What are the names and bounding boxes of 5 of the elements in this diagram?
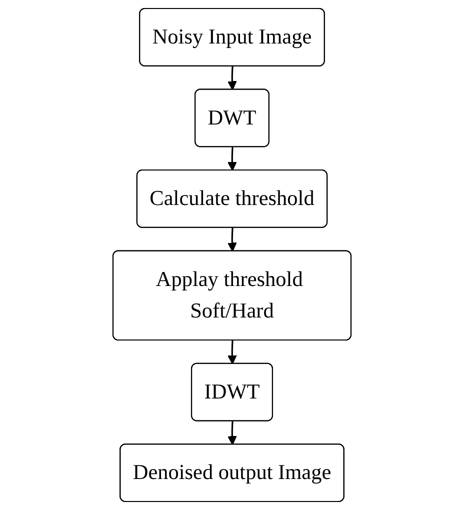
arrow xyxy=(228,228,237,252)
arrow xyxy=(228,66,237,90)
arrow xyxy=(228,340,237,364)
arrow xyxy=(228,421,237,446)
arrow xyxy=(228,147,237,171)
